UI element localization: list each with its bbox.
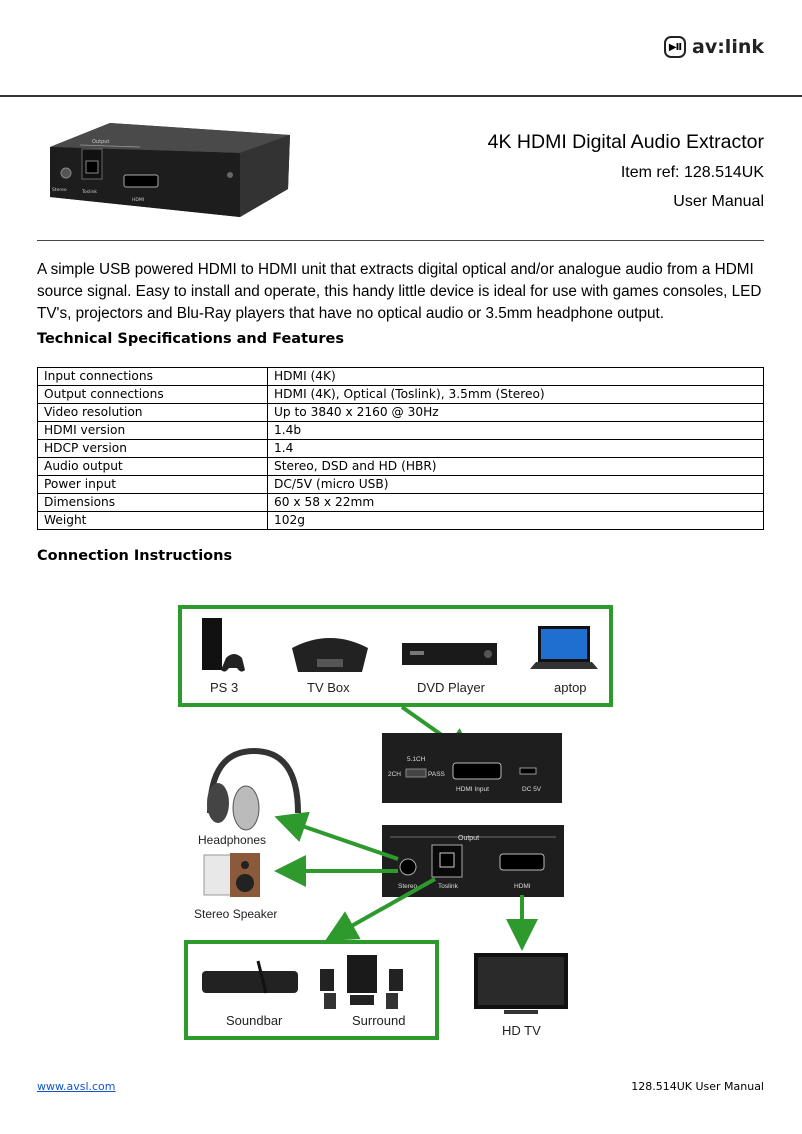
speaker-label: Stereo Speaker	[194, 907, 277, 921]
spec-key: Video resolution	[37, 403, 268, 422]
ps3-icon	[202, 618, 245, 672]
tv-box-icon	[292, 638, 368, 672]
spec-key: Weight	[37, 511, 268, 530]
stereo-label: Stereo	[398, 883, 418, 890]
spec-key: Output connections	[37, 385, 268, 404]
spec-value: DC/5V (micro USB)	[267, 475, 764, 494]
toslink-label: Toslink	[438, 883, 459, 890]
source-label: TV Box	[307, 680, 350, 695]
product-title: 4K HDMI Digital Audio Extractor	[487, 131, 764, 153]
brand-logo: ▶II av:link	[664, 34, 764, 60]
hdmi-label: HDMI	[132, 197, 144, 203]
hdmi-input-label: HDMI Input	[456, 786, 489, 793]
product-title-block: 4K HDMI Digital Audio Extractor Item ref…	[488, 128, 764, 216]
dvd-player-icon	[402, 643, 497, 665]
intro-paragraph: A simple USB powered HDMI to HDMI unit t…	[37, 261, 762, 322]
stereo-label: Stereo	[52, 187, 67, 193]
source-label: aptop	[554, 680, 587, 695]
spec-key: Input connections	[37, 367, 268, 386]
audio-outputs-box	[184, 940, 439, 1040]
section-divider	[37, 240, 764, 241]
spec-value: 102g	[267, 511, 764, 530]
headphones-icon	[207, 747, 301, 831]
dc-label: DC 5V	[522, 786, 542, 793]
product-image: Output Stereo Toslink HDMI	[50, 123, 290, 217]
output-label: Output	[458, 835, 479, 842]
specs-heading: Technical Specifications and Features	[37, 331, 344, 347]
source-label: PS 3	[210, 680, 238, 695]
header-divider	[0, 95, 802, 97]
soundbar-icon	[202, 960, 298, 994]
input-panel: 5.1CH 2CH PASS HDMI Input DC 5V	[382, 733, 562, 803]
spec-key: Audio output	[37, 457, 268, 476]
speaker-icon	[203, 853, 260, 897]
connection-diagram: PS 3 TV Box DVD Player aptop 5.1CH 2CH P…	[178, 605, 613, 1040]
toslink-label: Toslink	[81, 189, 97, 195]
output-label: Output	[92, 139, 109, 145]
play-pause-icon: ▶II	[664, 36, 686, 58]
doc-type: User Manual	[673, 193, 764, 210]
spec-key: HDCP version	[37, 439, 268, 458]
hdmi-label: HDMI	[514, 883, 531, 890]
surround-icon	[320, 955, 403, 1009]
pass-label: PASS	[428, 771, 446, 778]
spec-value: HDMI (4K), Optical (Toslink), 3.5mm (Ste…	[267, 385, 764, 404]
soundbar-label: Soundbar	[226, 1013, 283, 1028]
spec-key: Dimensions	[37, 493, 268, 512]
ch51-label: 5.1CH	[407, 756, 426, 763]
spec-value: 60 x 58 x 22mm	[267, 493, 764, 512]
spec-value: 1.4b	[267, 421, 764, 440]
spec-key: HDMI version	[37, 421, 268, 440]
sources-box	[178, 605, 613, 707]
tv-label: HD TV	[502, 1023, 541, 1038]
headphones-label: Headphones	[198, 833, 266, 847]
spec-key: Power input	[37, 475, 268, 494]
surround-label: Surround	[352, 1013, 405, 1028]
connection-heading: Connection Instructions	[37, 548, 233, 564]
brand-name: av:link	[692, 36, 764, 58]
output-panel: Output Stereo Toslink HDMI	[382, 825, 564, 897]
ch2-label: 2CH	[388, 771, 401, 778]
laptop-icon	[530, 626, 598, 669]
spec-value: Up to 3840 x 2160 @ 30Hz	[267, 403, 764, 422]
spec-value: Stereo, DSD and HD (HBR)	[267, 457, 764, 476]
website-link[interactable]: www.avsl.com	[37, 1080, 116, 1093]
spec-value: HDMI (4K)	[267, 367, 764, 386]
tv-icon	[474, 953, 568, 1014]
footer-doc-ref: 128.514UK User Manual	[631, 1080, 764, 1093]
spec-value: 1.4	[267, 439, 764, 458]
item-ref: Item ref: 128.514UK	[620, 164, 764, 181]
source-label: DVD Player	[417, 680, 486, 695]
